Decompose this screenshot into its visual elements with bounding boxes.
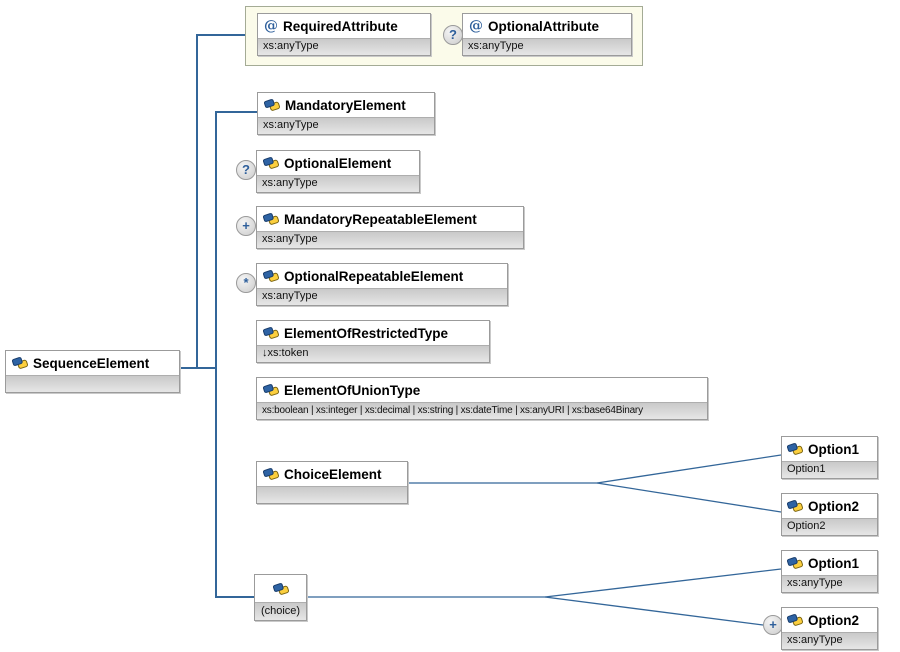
element-title: Option1	[808, 441, 859, 457]
choice-compositor-box[interactable]: (choice)	[254, 574, 307, 621]
element-icon	[787, 499, 803, 513]
element-box-choice-option1[interactable]: Option1 Option1	[781, 436, 878, 479]
element-icon	[263, 467, 279, 481]
element-type: xs:anyType	[782, 575, 877, 592]
element-title: OptionalElement	[284, 155, 392, 171]
element-type: Option2	[782, 518, 877, 535]
element-box-choice-option2[interactable]: Option2 Option2	[781, 493, 878, 536]
attribute-box-optional[interactable]: @ OptionalAttribute xs:anyType	[462, 13, 632, 56]
occurrence-indicator-optional: ?	[443, 25, 463, 45]
attribute-type: xs:anyType	[258, 38, 430, 55]
element-title: OptionalRepeatableElement	[284, 268, 464, 284]
element-title: ElementOfUnionType	[284, 382, 421, 398]
element-type: ↓xs:token	[257, 345, 489, 362]
element-title: MandatoryElement	[285, 97, 406, 113]
element-box-mandatory[interactable]: MandatoryElement xs:anyType	[257, 92, 435, 135]
element-box-sequence[interactable]: SequenceElement	[5, 350, 180, 393]
attribute-type: xs:anyType	[463, 38, 631, 55]
element-title: SequenceElement	[33, 355, 150, 371]
element-icon	[263, 156, 279, 170]
element-icon	[263, 269, 279, 283]
occurrence-indicator-zero-or-more: *	[236, 273, 256, 293]
element-icon	[263, 326, 279, 340]
element-box-optional[interactable]: OptionalElement xs:anyType	[256, 150, 420, 193]
wire-children-spine	[215, 111, 257, 598]
wire-choice-option1	[408, 454, 782, 484]
element-type: xs:anyType	[257, 288, 507, 305]
element-icon	[787, 442, 803, 456]
element-type: xs:anyType	[258, 117, 434, 134]
element-box-restricted-type[interactable]: ElementOfRestrictedType ↓xs:token	[256, 320, 490, 363]
element-box-union-type[interactable]: ElementOfUnionType xs:boolean | xs:integ…	[256, 377, 708, 420]
element-box-group-option1[interactable]: Option1 xs:anyType	[781, 550, 878, 593]
occurrence-indicator-one-or-more: +	[236, 216, 256, 236]
occurrence-indicator-one-or-more: +	[763, 615, 783, 635]
element-icon	[264, 98, 280, 112]
element-type-row	[257, 486, 407, 503]
element-type: xs:anyType	[257, 175, 419, 192]
element-title: Option2	[808, 612, 859, 628]
attribute-box-required[interactable]: @ RequiredAttribute xs:anyType	[257, 13, 431, 56]
element-type: xs:anyType	[257, 231, 523, 248]
element-icon	[263, 212, 279, 226]
element-title: Option1	[808, 555, 859, 571]
element-box-mandatory-repeatable[interactable]: MandatoryRepeatableElement xs:anyType	[256, 206, 524, 249]
element-box-choice-element[interactable]: ChoiceElement	[256, 461, 408, 504]
wire-to-attributes	[196, 34, 245, 368]
wire-group-option1	[307, 568, 782, 598]
element-box-optional-repeatable[interactable]: OptionalRepeatableElement xs:anyType	[256, 263, 508, 306]
element-icon	[12, 356, 28, 370]
occurrence-indicator-optional: ?	[236, 160, 256, 180]
choice-compositor-label: (choice)	[255, 602, 306, 620]
element-icon	[787, 556, 803, 570]
element-type-row	[6, 375, 179, 392]
element-title: ChoiceElement	[284, 466, 382, 482]
element-box-group-option2[interactable]: Option2 xs:anyType	[781, 607, 878, 650]
element-title: MandatoryRepeatableElement	[284, 211, 477, 227]
attribute-title: RequiredAttribute	[283, 18, 398, 34]
element-type: xs:boolean | xs:integer | xs:decimal | x…	[257, 402, 707, 419]
wire-choice-option2	[596, 482, 782, 513]
element-title: ElementOfRestrictedType	[284, 325, 449, 341]
element-type: Option1	[782, 461, 877, 478]
element-icon	[273, 582, 289, 596]
element-title: Option2	[808, 498, 859, 514]
element-type: xs:anyType	[782, 632, 877, 649]
attribute-title: OptionalAttribute	[488, 18, 599, 34]
element-icon	[787, 613, 803, 627]
attribute-at-icon: @	[469, 18, 483, 34]
attribute-at-icon: @	[264, 18, 278, 34]
element-icon	[263, 383, 279, 397]
wire-group-option2	[544, 596, 764, 626]
